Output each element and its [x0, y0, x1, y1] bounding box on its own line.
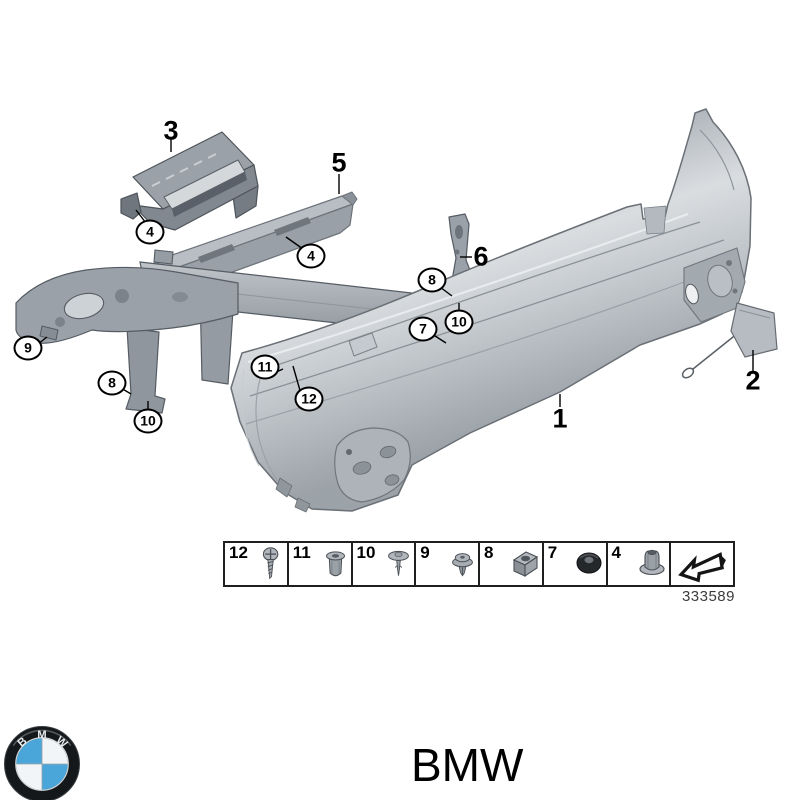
legend-label-9: 9 — [420, 543, 430, 562]
screw-icon — [262, 547, 279, 580]
expanding-clip-icon — [452, 553, 473, 577]
diagram-number: 333589 — [681, 588, 735, 605]
legend-label-4: 4 — [611, 543, 621, 562]
legend-cell-arrow — [671, 543, 733, 585]
bmw-logo: B M W — [3, 725, 81, 800]
callout-part-2: 2 — [745, 365, 761, 396]
legend-label-8: 8 — [484, 543, 494, 562]
push-rivet-icon — [388, 550, 410, 576]
legend-cell-8: 8 — [480, 543, 544, 585]
legend-label-11: 11 — [292, 543, 311, 562]
direction-arrow-icon — [678, 552, 727, 583]
legend-cell-7: 7 — [544, 543, 608, 585]
expansion-rivet-icon — [325, 551, 345, 577]
callout-part-9: 9 — [13, 335, 43, 361]
callout-part-8a: 8 — [97, 370, 127, 396]
upper-rail-part — [151, 191, 358, 292]
callout-part-10a: 10 — [133, 408, 163, 434]
callout-part-1: 1 — [552, 403, 568, 434]
callout-part-6: 6 — [473, 241, 489, 272]
legend-label-10: 10 — [356, 543, 376, 562]
legend-cell-10: 10 — [353, 543, 417, 585]
legend-label-12: 12 — [229, 543, 248, 562]
rubber-grommet-icon — [576, 552, 601, 574]
callout-part-11: 11 — [250, 354, 280, 380]
tow-hook-cover-part — [681, 302, 778, 379]
callout-part-10b: 10 — [444, 309, 474, 335]
callout-part-8b: 8 — [417, 267, 447, 293]
legend-cell-9: 9 — [416, 543, 480, 585]
bmw-roundel-icon: B M W — [4, 726, 80, 800]
callout-part-7: 7 — [408, 316, 438, 342]
side-bracket-cluster-part — [15, 266, 239, 414]
legend-cell-4: 4 — [608, 543, 672, 585]
fasteners-legend: 12 11 10 — [223, 541, 735, 587]
exploded-parts-drawing — [15, 108, 778, 513]
flange-nut-icon — [639, 549, 665, 576]
callout-part-4a: 4 — [135, 219, 165, 245]
legend-cell-11: 11 — [289, 543, 353, 585]
callout-part-5: 5 — [331, 147, 347, 178]
bumper-cover-part — [230, 108, 752, 513]
legend-cell-12: 12 — [225, 543, 289, 585]
cage-nut-icon — [512, 551, 538, 578]
callout-part-3: 3 — [163, 115, 179, 146]
legend-label-7: 7 — [547, 543, 558, 562]
logo-letter-m: M — [37, 729, 46, 741]
part-number-label: BMW 51117365146 — [411, 739, 686, 800]
impact-absorber-part — [120, 131, 259, 231]
callout-part-4b: 4 — [296, 243, 326, 269]
callout-part-12: 12 — [294, 386, 324, 412]
